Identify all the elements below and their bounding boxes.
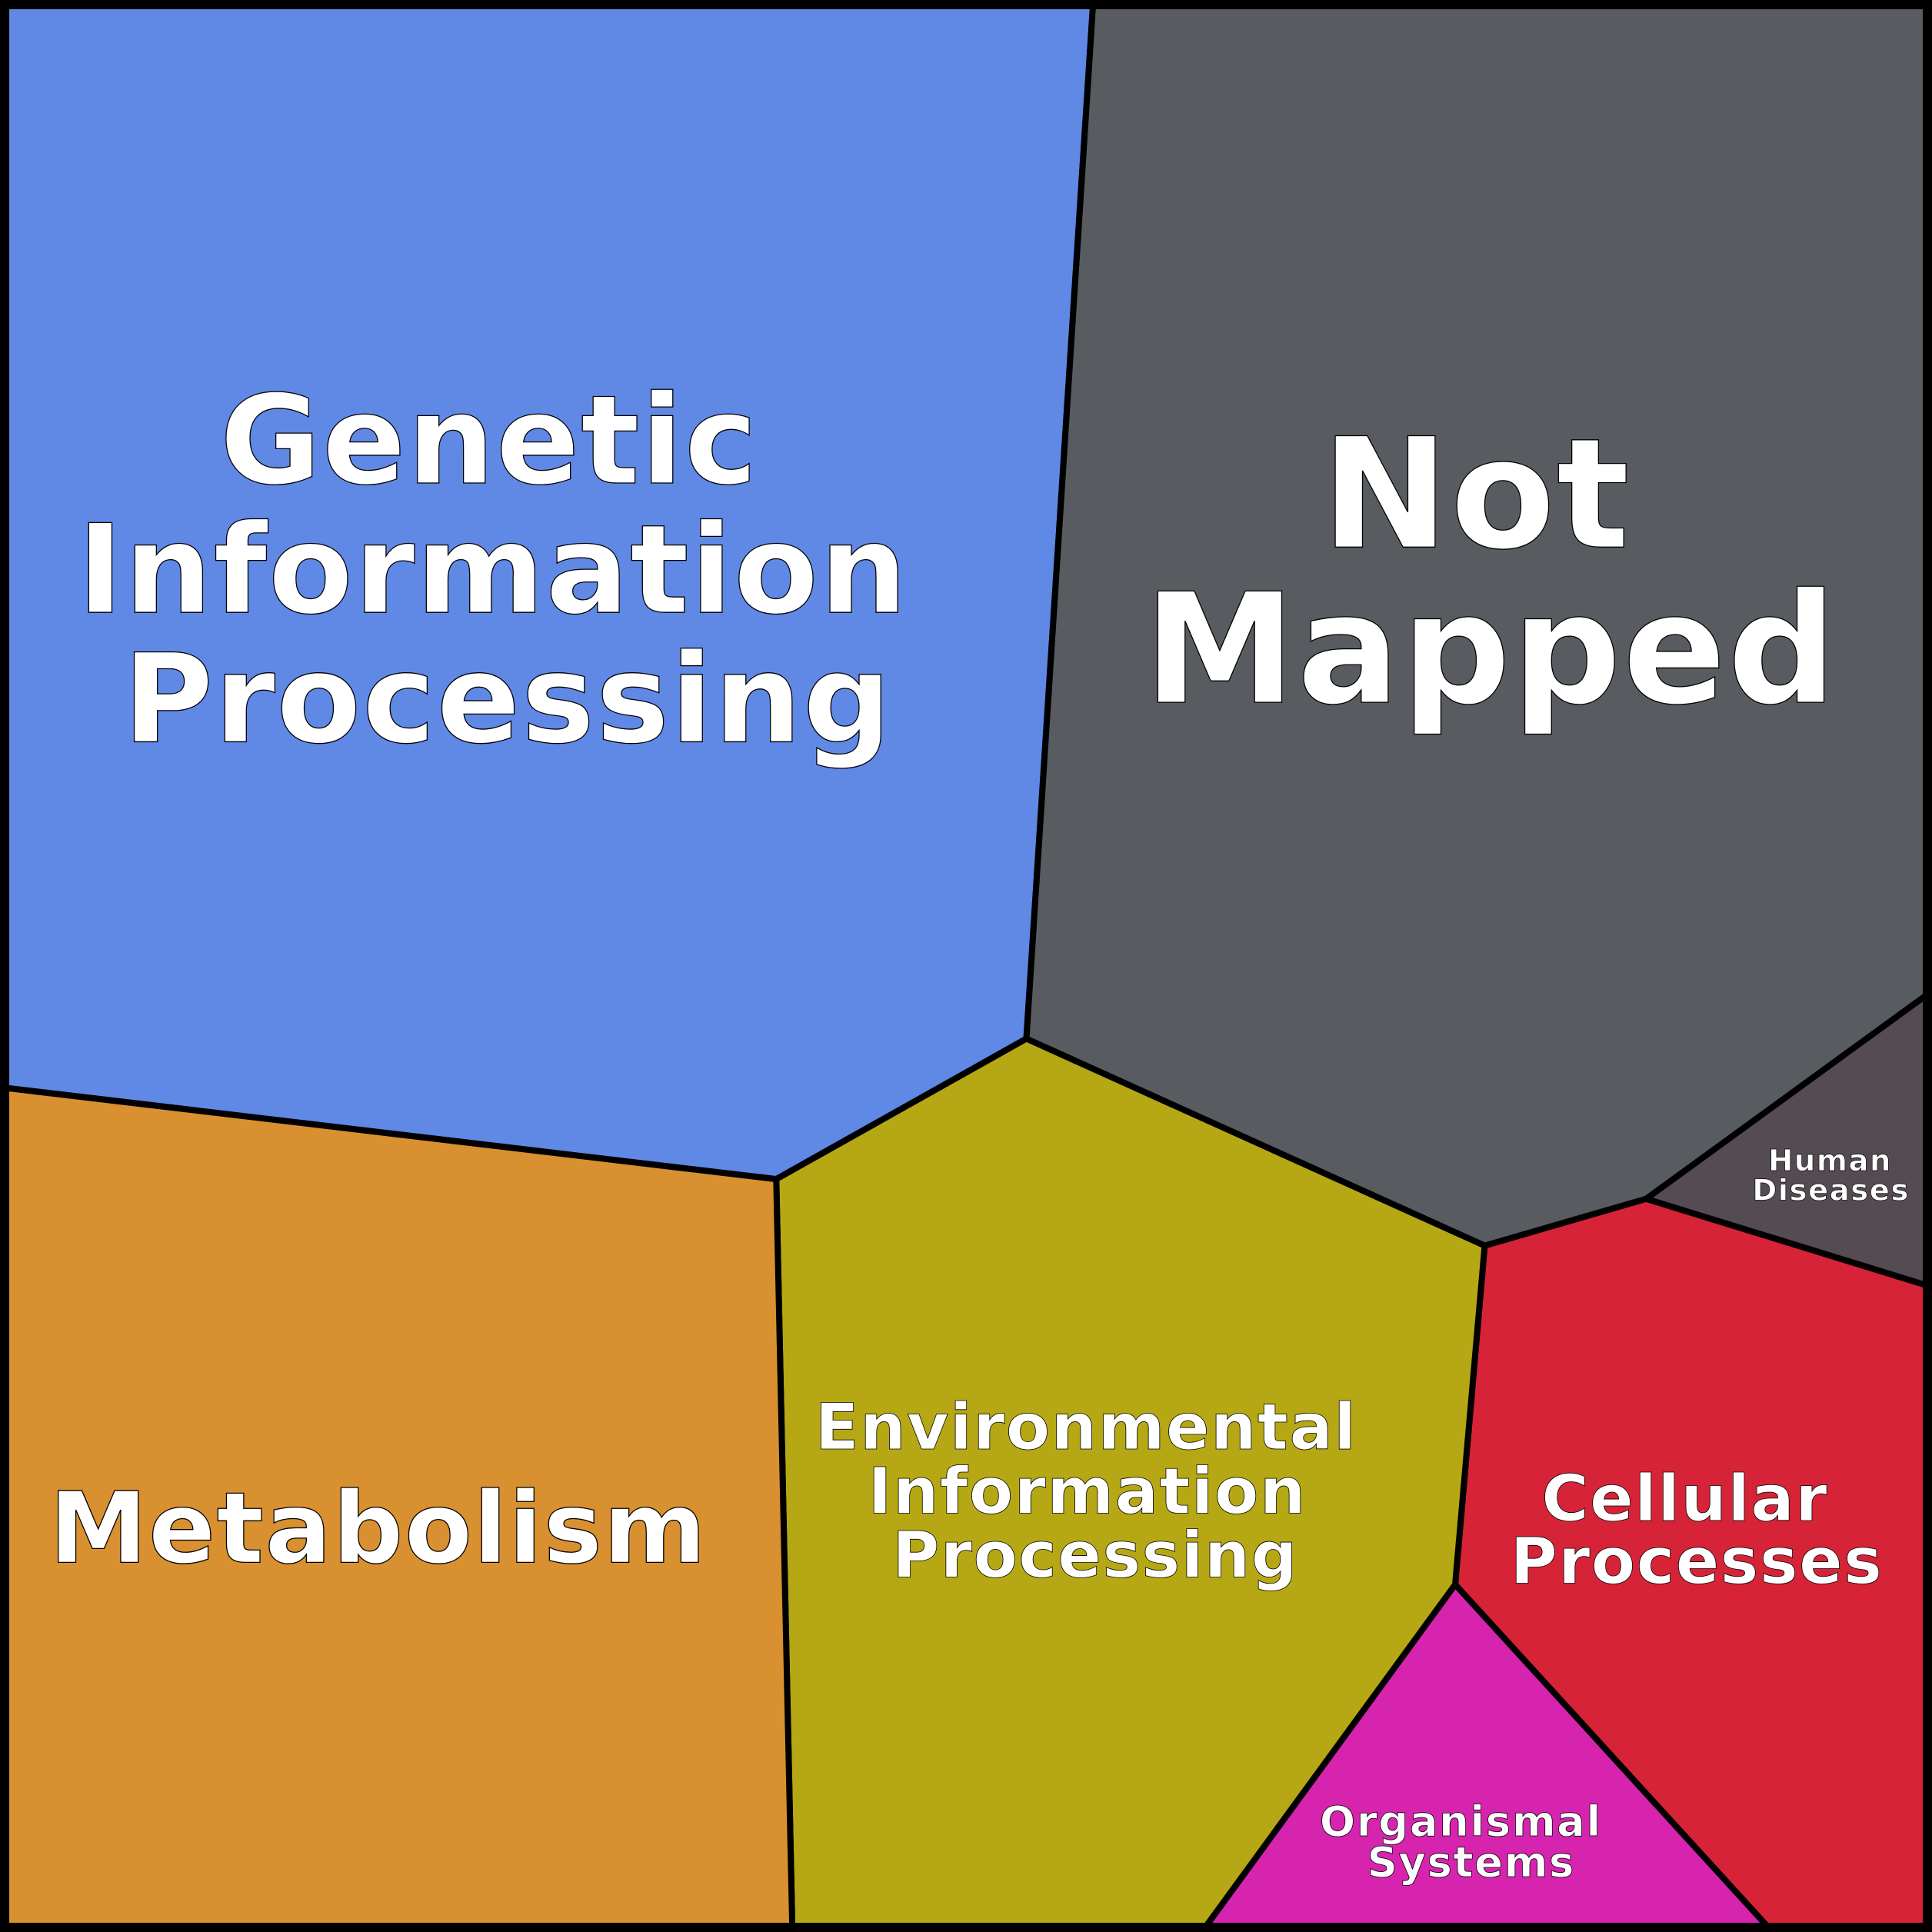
label-line: Mapped — [1144, 561, 1838, 738]
label-line: Cellular — [1541, 1461, 1828, 1536]
label-line: Processing — [892, 1518, 1298, 1593]
label-line: Information — [78, 498, 909, 641]
label-line: Genetic — [220, 368, 758, 512]
label-not-mapped: Not Mapped — [1144, 405, 1838, 738]
label-line: Processes — [1511, 1524, 1884, 1599]
label-line: Processing — [123, 627, 892, 771]
label-line: Environmental — [815, 1390, 1357, 1464]
label-line: Metabolism — [49, 1471, 708, 1586]
label-line: Information — [868, 1454, 1307, 1528]
label-line: Systems — [1367, 1837, 1575, 1887]
label-metabolism: Metabolism — [49, 1471, 708, 1586]
label-line: Not — [1321, 405, 1631, 583]
label-human-diseases: Human Diseases — [1752, 1144, 1910, 1208]
label-line: Human — [1768, 1144, 1892, 1178]
label-environmental-information-processing: Environmental Information Processing — [815, 1390, 1381, 1593]
label-line: Organismal — [1320, 1797, 1602, 1846]
label-cellular-processes: Cellular Processes — [1511, 1461, 1884, 1599]
label-line: Diseases — [1752, 1173, 1910, 1208]
label-organismal-systems: Organismal Systems — [1320, 1797, 1617, 1887]
label-genetic-information-processing: Genetic Information Processing — [78, 368, 953, 771]
